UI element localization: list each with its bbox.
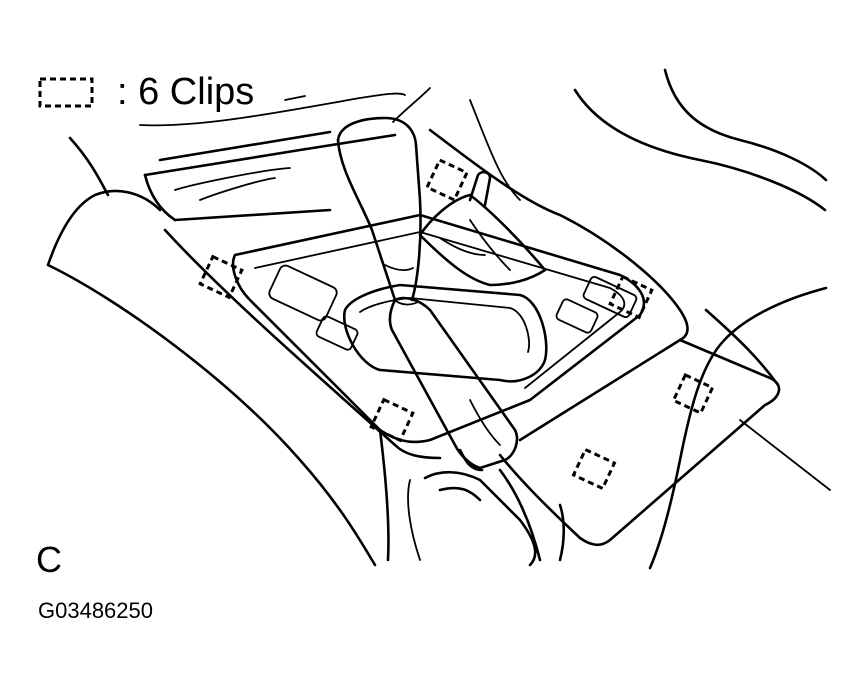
dashed-square-clip-icon [38, 77, 94, 108]
lower-console [407, 468, 566, 567]
view-label: C [36, 539, 62, 580]
shift-lever [336, 116, 519, 472]
shift-boot [418, 170, 547, 287]
switch-left [315, 315, 359, 351]
clip-marker-6 [571, 447, 617, 491]
clip-marker-1 [425, 158, 469, 202]
dashboard-trim [139, 68, 828, 212]
clip-marker-4 [671, 372, 715, 416]
figure-code: G03486250 [38, 598, 153, 623]
console-frame [143, 128, 781, 547]
clip-count-label: : 6 Clips [117, 71, 255, 113]
clip-marker-3 [608, 274, 654, 320]
switch-right-top [582, 275, 638, 319]
right-panel [648, 286, 831, 570]
clip-marker-5 [369, 397, 415, 443]
cup-holder-left [268, 264, 338, 322]
switch-right [555, 298, 599, 334]
console-tray [231, 213, 646, 444]
shift-gate-opening [342, 283, 548, 383]
clip-markers [198, 158, 715, 491]
parking-brake-pin [468, 170, 492, 207]
left-seat [46, 136, 390, 567]
